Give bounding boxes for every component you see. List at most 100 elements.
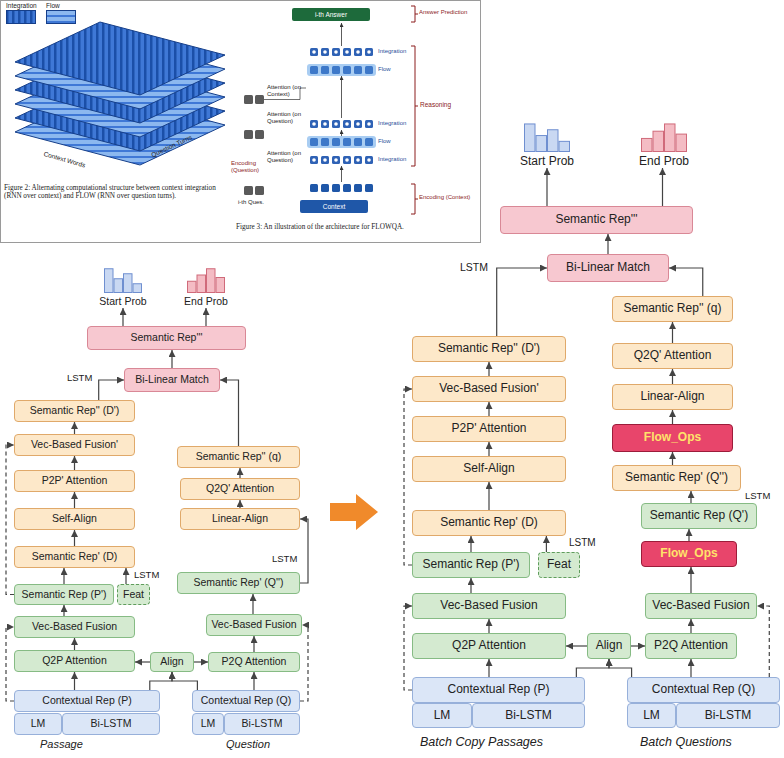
process-box: Semantic Rep (P') <box>14 584 114 605</box>
process-box: Linear-Align <box>612 384 733 410</box>
state-cell <box>310 48 318 56</box>
bracket-label: Reasoning <box>420 101 451 108</box>
arrow-connector <box>253 636 254 652</box>
process-box: Vec-Based Fusion <box>645 593 757 619</box>
context-cell <box>354 184 362 192</box>
state-cell <box>365 48 373 56</box>
state-cell <box>310 156 318 164</box>
arrow-connector <box>122 308 123 326</box>
attention-label: Attention (on Context) <box>267 84 307 98</box>
arrow-connector <box>74 456 75 470</box>
flow-arrow <box>341 76 342 118</box>
input-label: i-th Ques. <box>238 199 264 206</box>
arrow-connector <box>220 380 239 446</box>
state-cell <box>321 66 329 74</box>
process-box: Vec-Based Fusion <box>14 616 135 638</box>
legend-text: Flow <box>46 2 60 9</box>
encoder-box: LM <box>412 703 472 728</box>
layer-label: Flow <box>378 66 391 73</box>
encoder-box: LM <box>192 713 224 735</box>
node-text: Flow_Ops <box>660 547 717 560</box>
arrow-connector <box>488 619 489 633</box>
flow-band <box>307 136 376 148</box>
process-box: Q2Q' Attention <box>180 478 300 500</box>
histogram-bar <box>207 269 216 293</box>
state-cell <box>310 120 318 128</box>
flow-arrow <box>341 130 342 136</box>
node-text: Semantic Rep''' <box>131 332 203 344</box>
output-box: Semantic Rep''' <box>87 326 246 350</box>
process-box: Align <box>587 633 631 659</box>
skip-connector <box>757 606 769 677</box>
state-cell <box>321 48 329 56</box>
node-text: Semantic Rep'' (q) <box>624 302 722 315</box>
arrow-connector <box>546 168 547 206</box>
process-box: Semantic Rep'' (D') <box>412 336 566 362</box>
encoder-box: LM <box>627 703 676 728</box>
state-cell <box>354 120 362 128</box>
node-text: Semantic Rep (P') <box>22 589 107 601</box>
node-text: Bi-LSTM <box>505 709 552 722</box>
flow-band <box>307 64 376 76</box>
start-prob: Start Prob <box>95 262 151 308</box>
answer-box: i-th Answer <box>292 8 370 21</box>
arrow-connector <box>566 645 587 646</box>
arrow-connector <box>690 491 691 503</box>
legend-pattern <box>47 11 76 24</box>
figure-caption: Figure 2: Alternating computational stru… <box>4 184 230 201</box>
feature-box: Feat <box>117 584 150 605</box>
node-text: Bi-LSTM <box>91 718 132 730</box>
node-text: Bi-Linear Match <box>566 261 650 274</box>
node-text: Vec-Based Fusion <box>211 619 296 631</box>
histogram-bar <box>559 141 570 151</box>
arrow-connector <box>252 594 253 614</box>
lstm-label: LSTM <box>134 570 159 581</box>
node-text: Bi-LSTM <box>242 718 283 730</box>
cell-dot <box>312 50 316 54</box>
histogram-bar <box>188 282 197 293</box>
process-box: Semantic Rep (Q') <box>641 503 757 529</box>
cell-dot <box>334 158 338 162</box>
node-text: LM <box>201 718 216 730</box>
arrow-connector <box>576 659 609 677</box>
match-box: Bi-Linear Match <box>547 254 669 282</box>
arrow-connector <box>488 659 489 677</box>
arrow-connector <box>546 536 547 552</box>
node-text: Semantic Rep'' (q) <box>196 451 282 463</box>
state-cell <box>310 138 318 146</box>
cell-dot <box>323 122 327 126</box>
skip-connector <box>404 606 412 690</box>
arrow-connector <box>690 619 691 633</box>
process-box: Q2P Attention <box>14 650 135 672</box>
figure-frame <box>1 1 481 243</box>
state-cell <box>332 120 340 128</box>
question-cell <box>244 186 253 195</box>
arrow-connector <box>74 492 75 508</box>
encoder-box: Bi-LSTM <box>62 713 160 735</box>
state-cell <box>365 156 373 164</box>
arrow-connector <box>135 661 150 662</box>
arrow-connector <box>688 529 689 541</box>
arrow-connector <box>609 659 632 677</box>
arrow-connector <box>63 605 64 616</box>
layer-label: Integration <box>378 156 406 163</box>
bracket <box>411 46 418 166</box>
histogram-bar <box>642 138 653 151</box>
question-cell <box>255 186 264 195</box>
node-text: Vec-Based Fusion' <box>439 382 539 395</box>
process-box: Vec-Based Fusion' <box>14 434 135 456</box>
process-box: Vec-Based Fusion <box>412 593 566 619</box>
node-text: Feat <box>547 558 571 571</box>
context-cell <box>321 184 329 192</box>
transform-arrow <box>330 494 378 530</box>
legend-item: Flow <box>46 2 76 24</box>
question-cell <box>255 130 264 139</box>
question-cell <box>255 95 264 104</box>
state-cell <box>343 138 351 146</box>
cell-dot <box>312 158 316 162</box>
bracket-label: Encoding (Context) <box>419 194 470 201</box>
process-box: Semantic Rep' (D) <box>412 510 566 536</box>
attention-label: Attention (on Question) <box>267 150 307 164</box>
legend-symbol <box>6 9 36 24</box>
cell-dot <box>356 122 360 126</box>
